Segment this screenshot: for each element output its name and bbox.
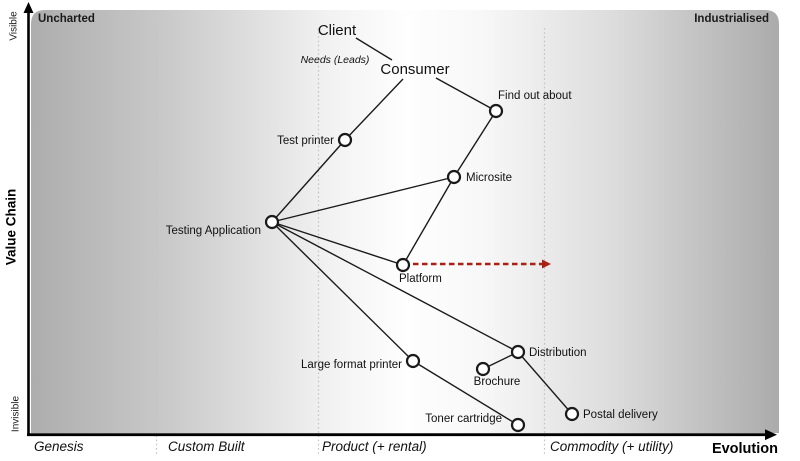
node-distribution [510,344,526,360]
node-label-brochure: Brochure [474,376,521,388]
node-platform [395,257,411,273]
node-label-find-out-about: Find out about [498,90,572,102]
node-label-testing-application: Testing Application [166,225,261,237]
edge-microsite-testing-application [271,176,455,223]
edge-client-consumer [355,37,393,61]
edge-find-out-about-microsite [453,110,497,178]
node-toner-cartridge [510,417,526,433]
edge-label-needs: Needs (Leads) [301,54,370,66]
edge-testing-application-large-format-printer [271,221,414,362]
node-test-printer [337,132,353,148]
stage-custom-built: Custom Built [168,439,246,454]
node-label-consumer: Consumer [380,61,449,78]
evolution-movement-arrowhead [542,259,551,269]
edge-distribution-postal-delivery [517,351,573,415]
industrialised-label: Industrialised [694,13,769,25]
edge-microsite-platform [402,176,455,266]
edge-consumer-find-out-about [435,77,497,112]
value-chain-axis-title: Value Chain [4,189,19,266]
node-label-client: Client [318,22,357,39]
visible-label: Visible [9,11,20,41]
stage-commodity: Commodity (+ utility) [550,439,673,454]
y-axis-arrowhead [23,2,34,13]
node-testing-application [264,214,280,230]
node-label-platform: Platform [399,273,442,285]
uncharted-label: Uncharted [38,13,95,25]
edge-large-format-printer-toner-cartridge [412,360,519,426]
node-microsite [446,169,462,185]
stage-genesis: Genesis [34,439,84,454]
evolution-axis-title: Evolution [712,441,778,457]
node-label-microsite: Microsite [466,172,512,184]
invisible-label: Invisible [11,396,22,433]
map-background [31,10,779,433]
edge-testing-application-platform [271,221,404,266]
x-axis-arrowhead [765,429,777,441]
stage-product: Product (+ rental) [322,439,427,454]
edge-consumer-test-printer [344,78,404,141]
node-find-out-about [488,103,504,119]
node-postal-delivery [564,406,580,422]
node-label-toner-cartridge: Toner cartridge [425,413,502,425]
node-label-large-format-printer: Large format printer [301,359,402,371]
node-large-format-printer [405,353,421,369]
node-brochure [475,361,491,377]
edge-test-printer-testing-application [271,139,346,223]
node-label-distribution: Distribution [529,347,587,359]
node-label-test-printer: Test printer [277,135,334,147]
edge-testing-application-distribution [271,221,519,353]
node-label-postal-delivery: Postal delivery [583,409,658,421]
